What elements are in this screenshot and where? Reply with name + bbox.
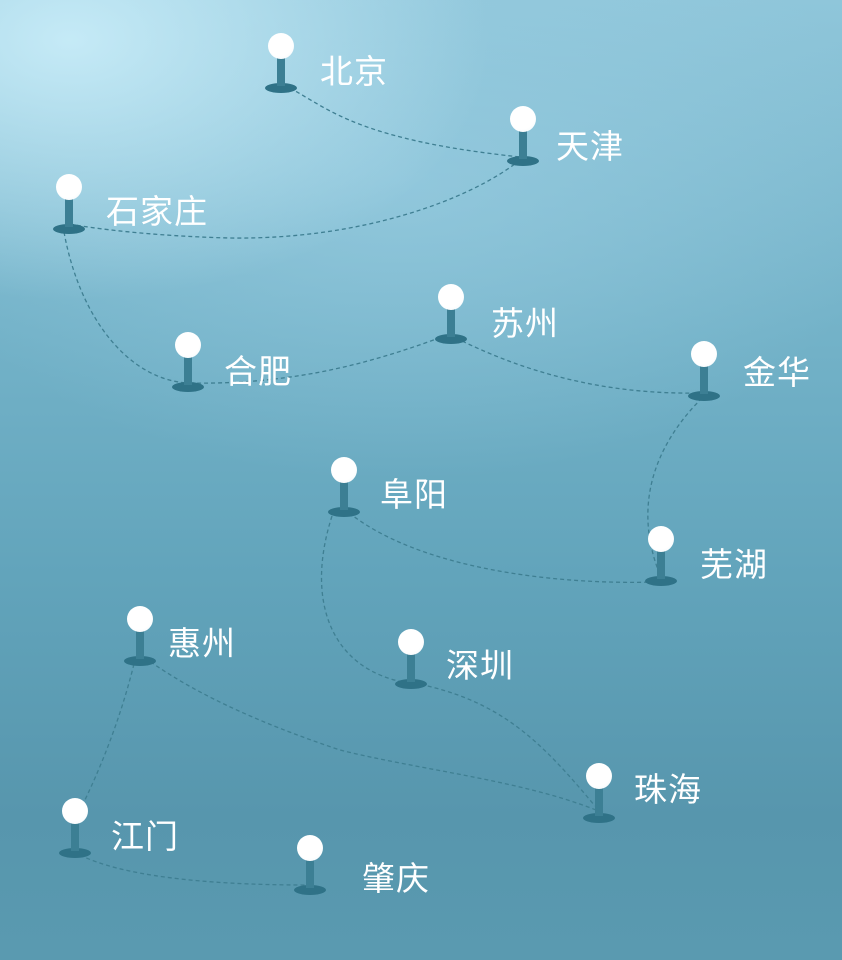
city-label: 肇庆 xyxy=(362,859,430,898)
city-label: 苏州 xyxy=(491,304,559,343)
pin-head-icon xyxy=(438,284,464,310)
pin-stem-icon xyxy=(340,479,348,510)
route-wuhu-fuyang xyxy=(347,511,656,583)
map-pin[interactable] xyxy=(688,341,720,401)
pin-base-icon xyxy=(172,382,204,392)
pin-stem-icon xyxy=(519,128,527,159)
map-pin[interactable] xyxy=(265,33,297,93)
pin-stem-icon xyxy=(595,785,603,816)
map-pin[interactable] xyxy=(294,835,326,895)
pin-head-icon xyxy=(62,798,88,824)
pin-head-icon xyxy=(648,526,674,552)
map-pin[interactable] xyxy=(59,798,91,858)
pin-head-icon xyxy=(331,457,357,483)
route-beijing-tianjin xyxy=(289,87,521,158)
route-tianjin-shijiazhuang xyxy=(69,159,521,239)
city-label: 合肥 xyxy=(224,352,292,391)
pin-base-icon xyxy=(53,224,85,234)
map-pin[interactable] xyxy=(507,106,539,166)
city-label: 江门 xyxy=(111,817,179,856)
map-pin[interactable] xyxy=(172,332,204,392)
pin-stem-icon xyxy=(447,306,455,337)
pin-head-icon xyxy=(268,33,294,59)
pin-stem-icon xyxy=(407,651,415,682)
pin-stem-icon xyxy=(65,196,73,227)
city-label: 珠海 xyxy=(634,770,702,809)
map-pin[interactable] xyxy=(435,284,467,344)
pin-base-icon xyxy=(265,83,297,93)
map-pin[interactable] xyxy=(328,457,360,517)
city-label: 天津 xyxy=(556,127,624,166)
pin-head-icon xyxy=(56,174,82,200)
map-pin[interactable] xyxy=(53,174,85,234)
city-label: 北京 xyxy=(320,52,388,91)
pin-head-icon xyxy=(127,606,153,632)
city-label: 金华 xyxy=(743,353,811,392)
city-label: 阜阳 xyxy=(380,475,448,514)
pin-base-icon xyxy=(124,656,156,666)
pin-base-icon xyxy=(583,813,615,823)
pin-base-icon xyxy=(294,885,326,895)
route-fuyang-shenzhen xyxy=(320,515,409,684)
route-zhuhai-huizhou xyxy=(147,659,597,811)
city-label: 芜湖 xyxy=(700,545,768,584)
map-pin[interactable] xyxy=(583,763,615,823)
route-shijiazhuang-hefei xyxy=(63,231,189,384)
pin-base-icon xyxy=(688,391,720,401)
city-label: 石家庄 xyxy=(106,192,208,231)
pin-head-icon xyxy=(297,835,323,861)
pin-base-icon xyxy=(328,507,360,517)
map-pin[interactable] xyxy=(645,526,677,586)
route-shenzhen-zhuhai xyxy=(413,682,596,807)
pin-base-icon xyxy=(395,679,427,689)
pin-head-icon xyxy=(398,629,424,655)
pin-stem-icon xyxy=(700,363,708,394)
pin-base-icon xyxy=(507,156,539,166)
pin-stem-icon xyxy=(306,857,314,888)
pin-stem-icon xyxy=(71,820,79,851)
pin-stem-icon xyxy=(277,55,285,86)
pin-stem-icon xyxy=(657,548,665,579)
pin-stem-icon xyxy=(136,628,144,659)
pin-head-icon xyxy=(691,341,717,367)
pin-base-icon xyxy=(645,576,677,586)
city-label: 深圳 xyxy=(446,646,514,685)
pin-base-icon xyxy=(435,334,467,344)
map-pin[interactable] xyxy=(395,629,427,689)
route-huizhou-jiangmen xyxy=(79,663,135,811)
pin-head-icon xyxy=(586,763,612,789)
route-jiangmen-zhaoqing xyxy=(79,854,307,886)
route-jinhua-wuhu xyxy=(647,397,703,576)
pin-stem-icon xyxy=(184,354,192,385)
map-pin[interactable] xyxy=(124,606,156,666)
pin-base-icon xyxy=(59,848,91,858)
pin-head-icon xyxy=(510,106,536,132)
pin-head-icon xyxy=(175,332,201,358)
route-suzhou-jinhua xyxy=(455,337,701,394)
city-label: 惠州 xyxy=(168,624,236,663)
